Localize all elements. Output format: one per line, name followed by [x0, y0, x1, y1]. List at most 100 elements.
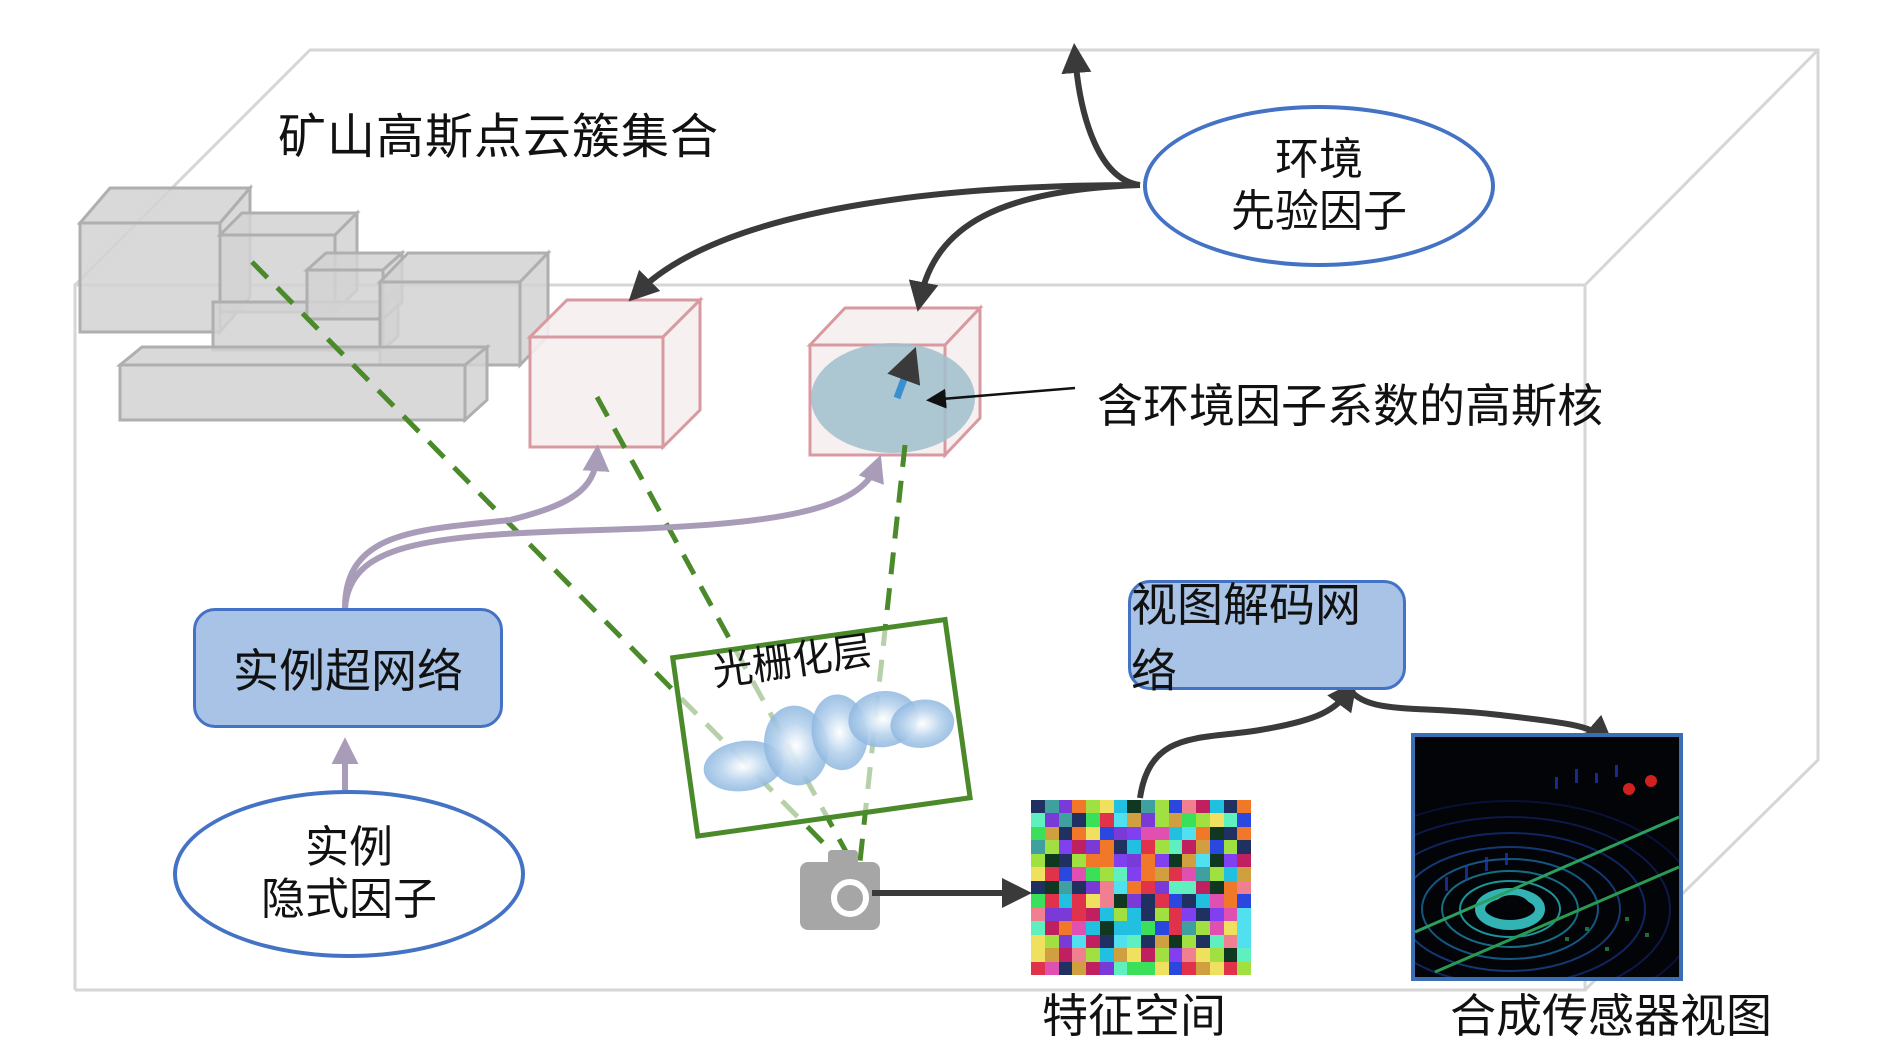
feature-cell [1113, 934, 1128, 949]
feature-cell [1168, 894, 1183, 908]
feature-cell [1113, 867, 1128, 881]
feature-cell [1086, 853, 1100, 868]
arrow-env-to-pink-right [908, 182, 1141, 312]
feature-cell [1099, 867, 1114, 881]
feature-cell [1196, 934, 1210, 949]
feature-cell [1168, 800, 1183, 814]
feature-cell [1141, 826, 1155, 841]
feature-cell [1058, 934, 1073, 949]
env-prior-line1: 环境 [1275, 134, 1363, 186]
view-decoder-node[interactable]: 视图解码网络 [1128, 578, 1406, 698]
pink-cluster-box-right [806, 304, 984, 459]
feature-cell [1058, 840, 1073, 854]
feature-cell [1209, 948, 1224, 962]
feature-cell [1058, 867, 1073, 881]
feature-cell [1196, 867, 1210, 881]
feature-cell [1031, 853, 1045, 868]
feature-cell [1237, 880, 1251, 895]
gaussian-kernel-label: 含环境因子系数的高斯核 [1097, 379, 1603, 433]
feature-cell [1086, 894, 1100, 908]
feature-cell [1127, 840, 1141, 854]
feature-cell [1086, 921, 1100, 935]
feature-cell [1113, 907, 1128, 922]
env-prior-node[interactable]: 环境 先验因子 [1143, 105, 1495, 267]
rasterization-plane [669, 616, 973, 839]
feature-cell [1209, 813, 1224, 827]
feature-cell [1031, 934, 1045, 949]
feature-cell [1044, 907, 1059, 922]
kernel-annotation-arrow [926, 386, 1076, 409]
feature-cell [1196, 907, 1210, 922]
feature-cell [1168, 840, 1183, 854]
feature-cell [1113, 813, 1128, 827]
feature-cell [1154, 853, 1169, 868]
env-prior-arrows [628, 43, 1141, 312]
feature-cell [1196, 853, 1210, 868]
pink-cluster-box-left [526, 296, 704, 451]
feature-cell [1058, 800, 1073, 814]
feature-cell [1044, 826, 1059, 841]
arrow-decoder-to-sensor-view [1347, 687, 1615, 746]
feature-cell [1086, 880, 1100, 895]
feature-cell [1154, 867, 1169, 881]
feature-cell [1044, 853, 1059, 868]
feature-cell [1031, 826, 1045, 841]
feature-cell [1127, 813, 1141, 827]
feature-cell [1168, 934, 1183, 949]
feature-cell [1086, 948, 1100, 962]
feature-cell [1168, 948, 1183, 962]
feature-cell [1182, 840, 1196, 854]
hypernet-arrows [331, 444, 884, 790]
lidar-point-cloud-image [1411, 733, 1683, 981]
feature-cell [1154, 800, 1169, 814]
feature-cell [1182, 880, 1196, 895]
feature-cell [1154, 840, 1169, 854]
feature-cell [1044, 894, 1059, 908]
feature-cell [1154, 948, 1169, 962]
feature-cell [1168, 921, 1183, 935]
feature-cell [1237, 867, 1251, 881]
feature-cell [1058, 948, 1073, 962]
feature-cell [1086, 813, 1100, 827]
feature-cell [1209, 853, 1224, 868]
feature-cell [1237, 826, 1251, 841]
feature-cell [1209, 934, 1224, 949]
feature-cell [1154, 934, 1169, 949]
feature-cell [1141, 921, 1155, 935]
feature-cell [1223, 948, 1238, 962]
feature-cell [1209, 961, 1224, 975]
feature-cell [1031, 921, 1045, 935]
feature-cell [1223, 907, 1238, 922]
feature-cell [1099, 813, 1114, 827]
arrow-hypernet-to-pink-right [342, 454, 884, 609]
gaussian-orientation-arrow [887, 346, 921, 400]
instance-latent-node[interactable]: 实例 隐式因子 [173, 790, 525, 958]
feature-cell [1182, 867, 1196, 881]
feature-cell [1196, 894, 1210, 908]
feature-space-label: 特征空间 [1042, 989, 1226, 1043]
feature-cell [1072, 853, 1086, 868]
feature-cell [1196, 813, 1210, 827]
feature-cell [1237, 853, 1251, 868]
instance-hypernet-node[interactable]: 实例超网络 [193, 608, 503, 728]
camera-icon [800, 850, 880, 930]
feature-cell [1182, 948, 1196, 962]
feature-cell [1044, 921, 1059, 935]
feature-cell [1209, 826, 1224, 841]
feature-cell [1072, 867, 1086, 881]
feature-cell [1223, 961, 1238, 975]
feature-cell [1086, 934, 1100, 949]
feature-cell [1127, 921, 1141, 935]
feature-cell [1223, 853, 1238, 868]
arrow-env-to-top [1061, 43, 1141, 188]
feature-cell [1141, 894, 1155, 908]
mine-gaussian-clusters [76, 183, 552, 424]
feature-cell [1058, 961, 1073, 975]
feature-cell [1209, 921, 1224, 935]
feature-cell [1223, 880, 1238, 895]
feature-cell [1237, 813, 1251, 827]
feature-cell [1113, 921, 1128, 935]
feature-cell [1058, 894, 1073, 908]
splatted-gaussians [703, 690, 955, 792]
